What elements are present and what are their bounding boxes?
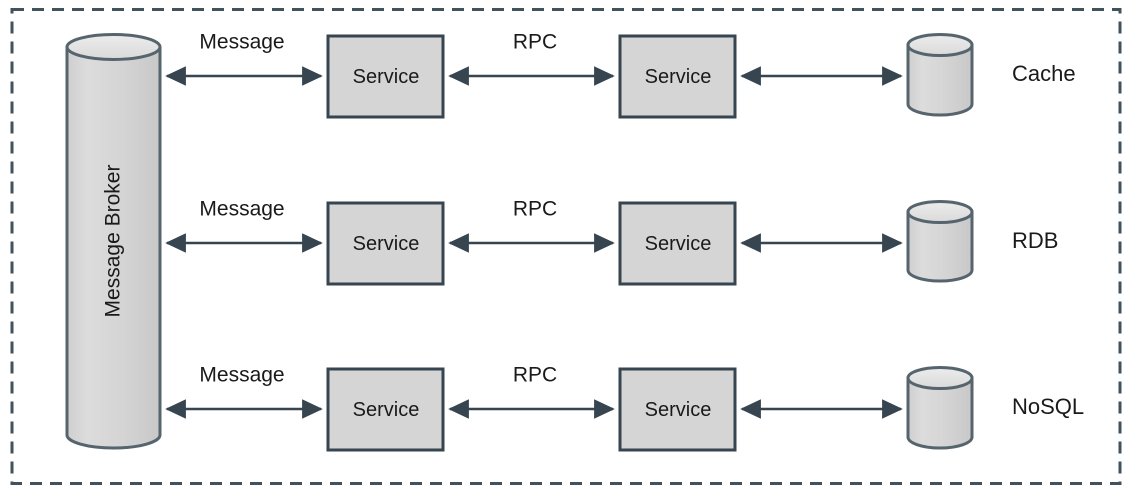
- store-cylinder-nosql: [906, 366, 974, 450]
- edge-label-rpc-2: RPC: [512, 197, 558, 221]
- service-box-left-3: [326, 367, 445, 452]
- edge-label-rpc-3: RPC: [512, 363, 558, 387]
- service-box-right-3: [618, 367, 737, 452]
- store-label-cache: Cache: [1012, 61, 1076, 86]
- service-box-right-2: [618, 201, 737, 286]
- boundary-dashed-rect: [10, 8, 1122, 485]
- edge-label-message-1: Message: [199, 30, 285, 54]
- message-broker-cylinder: [65, 33, 162, 450]
- service-label-left-2: Service: [352, 233, 420, 255]
- service-label-left-1: Service: [352, 66, 420, 88]
- service-label-right-1: Service: [644, 66, 712, 88]
- service-label-right-2: Service: [644, 233, 712, 255]
- store-cylinder-rdb: [906, 200, 974, 283]
- service-box-right-1: [618, 34, 737, 119]
- store-label-nosql: NoSQL: [1012, 394, 1085, 419]
- service-label-left-3: Service: [352, 399, 420, 421]
- edge-label-rpc-1: RPC: [512, 30, 558, 54]
- message-broker-label: Message Broker: [101, 164, 125, 318]
- service-box-left-1: [326, 34, 445, 119]
- edge-label-message-3: Message: [199, 363, 285, 387]
- service-box-left-2: [326, 201, 445, 286]
- service-label-right-3: Service: [644, 399, 712, 421]
- store-label-rdb: RDB: [1012, 228, 1059, 253]
- store-cylinder-cache: [906, 33, 974, 117]
- edge-label-message-2: Message: [199, 197, 285, 221]
